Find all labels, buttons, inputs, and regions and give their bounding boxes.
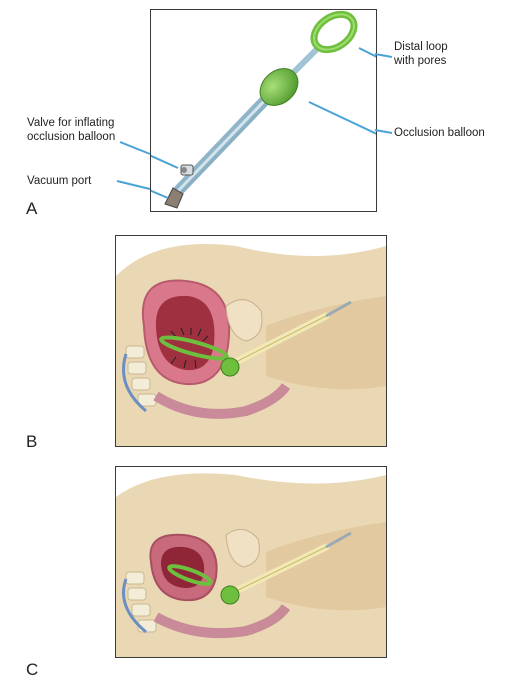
anatomy-illustration-c xyxy=(116,467,386,657)
panel-b-letter: B xyxy=(26,432,37,452)
valve-label-line1: Valve for inflating xyxy=(27,116,115,130)
valve-label-line2: occlusion balloon xyxy=(27,130,115,144)
distal-loop-label-line1: Distal loop xyxy=(394,40,448,54)
distal-loop-label-line2: with pores xyxy=(394,54,448,68)
occlusion-balloon-c xyxy=(221,586,239,604)
valve-callout: Valve for inflating occlusion balloon xyxy=(27,116,115,144)
panel-b-figure xyxy=(115,235,387,447)
anatomy-illustration-b xyxy=(116,236,386,446)
panel-a-letter: A xyxy=(26,199,37,219)
occlusion-balloon-b xyxy=(221,358,239,376)
external-callout-lines xyxy=(0,0,523,230)
distal-loop-callout: Distal loop with pores xyxy=(394,40,448,68)
occlusion-balloon-label: Occlusion balloon xyxy=(394,126,485,140)
vacuum-port-label: Vacuum port xyxy=(27,174,91,188)
panel-c-figure xyxy=(115,466,387,658)
panel-c-letter: C xyxy=(26,660,38,680)
